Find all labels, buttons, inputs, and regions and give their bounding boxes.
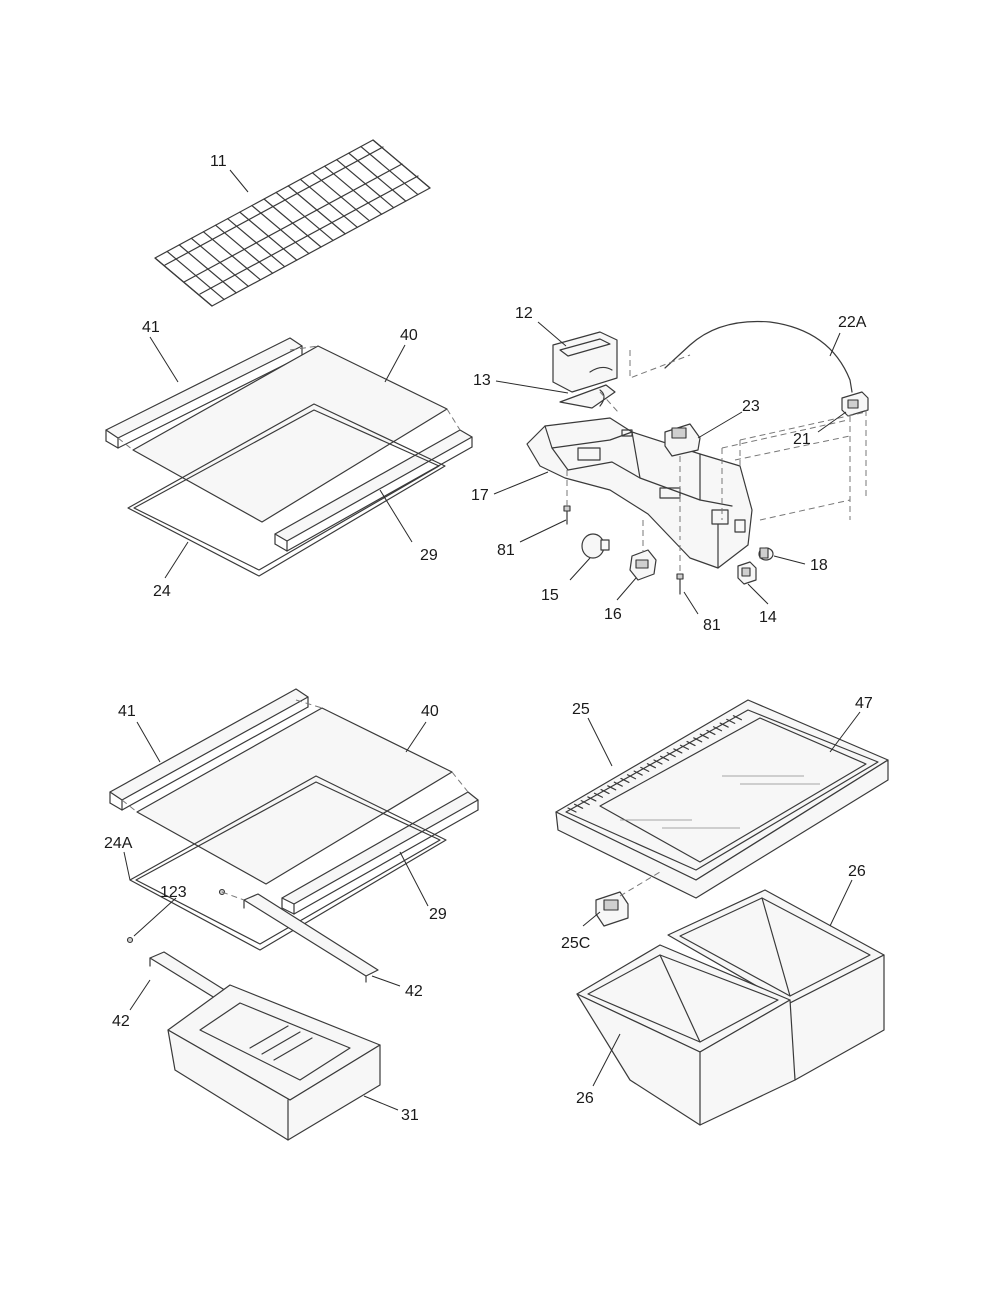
callout-11: 11: [210, 153, 227, 170]
leader-lines: [123, 169, 861, 1111]
callout-24a: 24A: [104, 835, 133, 852]
screw-part-81-right: [676, 573, 684, 595]
callout-16: 16: [604, 606, 622, 623]
callout-47: 47: [855, 695, 873, 712]
callout-18: 18: [810, 557, 828, 574]
callout-25c: 25C: [561, 935, 590, 952]
button-part-18: [758, 547, 774, 561]
callout-26-right: 26: [848, 863, 866, 880]
wire-harness-part-22a: [664, 320, 853, 393]
callout-40-top: 40: [400, 327, 418, 344]
light-bulb-part-15: [581, 533, 610, 559]
bracket-part-25c: [595, 891, 629, 927]
callout-81-right: 81: [703, 617, 721, 634]
shelf-assembly-top-left: [105, 337, 473, 577]
light-housing-assembly: [526, 320, 869, 595]
callout-12: 12: [515, 305, 533, 322]
shelf-drawer-assembly-bottom-left: [109, 688, 479, 1141]
callout-23: 23: [742, 398, 760, 415]
callout-22a: 22A: [838, 314, 867, 331]
crisper-bin-part-26-left: [576, 944, 796, 1126]
callout-13: 13: [473, 372, 491, 389]
crisper-assembly-bottom-right: [555, 699, 889, 1126]
callout-29-bottom: 29: [429, 906, 447, 923]
light-housing-part-17: [526, 417, 753, 569]
callout-41-top: 41: [142, 319, 160, 336]
callout-31: 31: [401, 1107, 419, 1124]
callout-42-right: 42: [405, 983, 423, 1000]
callout-81-left: 81: [497, 542, 515, 559]
callout-14: 14: [759, 609, 777, 626]
callout-40-bottom: 40: [421, 703, 439, 720]
connector-part-21: [841, 391, 869, 417]
crisper-bin-part-26-right: [667, 889, 885, 1081]
callout-labels: 11 41 40 29 24 12 22A 13 23 21 17 81 18 …: [104, 153, 873, 1124]
screw-part-81-left: [563, 505, 571, 525]
callout-17: 17: [471, 487, 489, 504]
light-cover-part-12: [552, 331, 618, 393]
lens-part-13: [559, 384, 616, 409]
callout-26-left: 26: [576, 1090, 594, 1107]
callout-25: 25: [572, 701, 590, 718]
lamp-socket-part-16: [629, 549, 657, 581]
callout-21: 21: [793, 431, 811, 448]
callout-15: 15: [541, 587, 559, 604]
callout-24: 24: [153, 583, 171, 600]
callout-29-top: 29: [420, 547, 438, 564]
glass-insert-part-47: [599, 717, 867, 863]
callout-41-bottom: 41: [118, 703, 136, 720]
callout-42-left: 42: [112, 1013, 130, 1030]
crisper-drawer-part-31: [167, 984, 381, 1141]
callout-123: 123: [160, 884, 187, 901]
wire-shelf-part-11: [154, 139, 431, 307]
switch-part-14: [737, 561, 757, 585]
relay-part-23: [664, 423, 701, 457]
